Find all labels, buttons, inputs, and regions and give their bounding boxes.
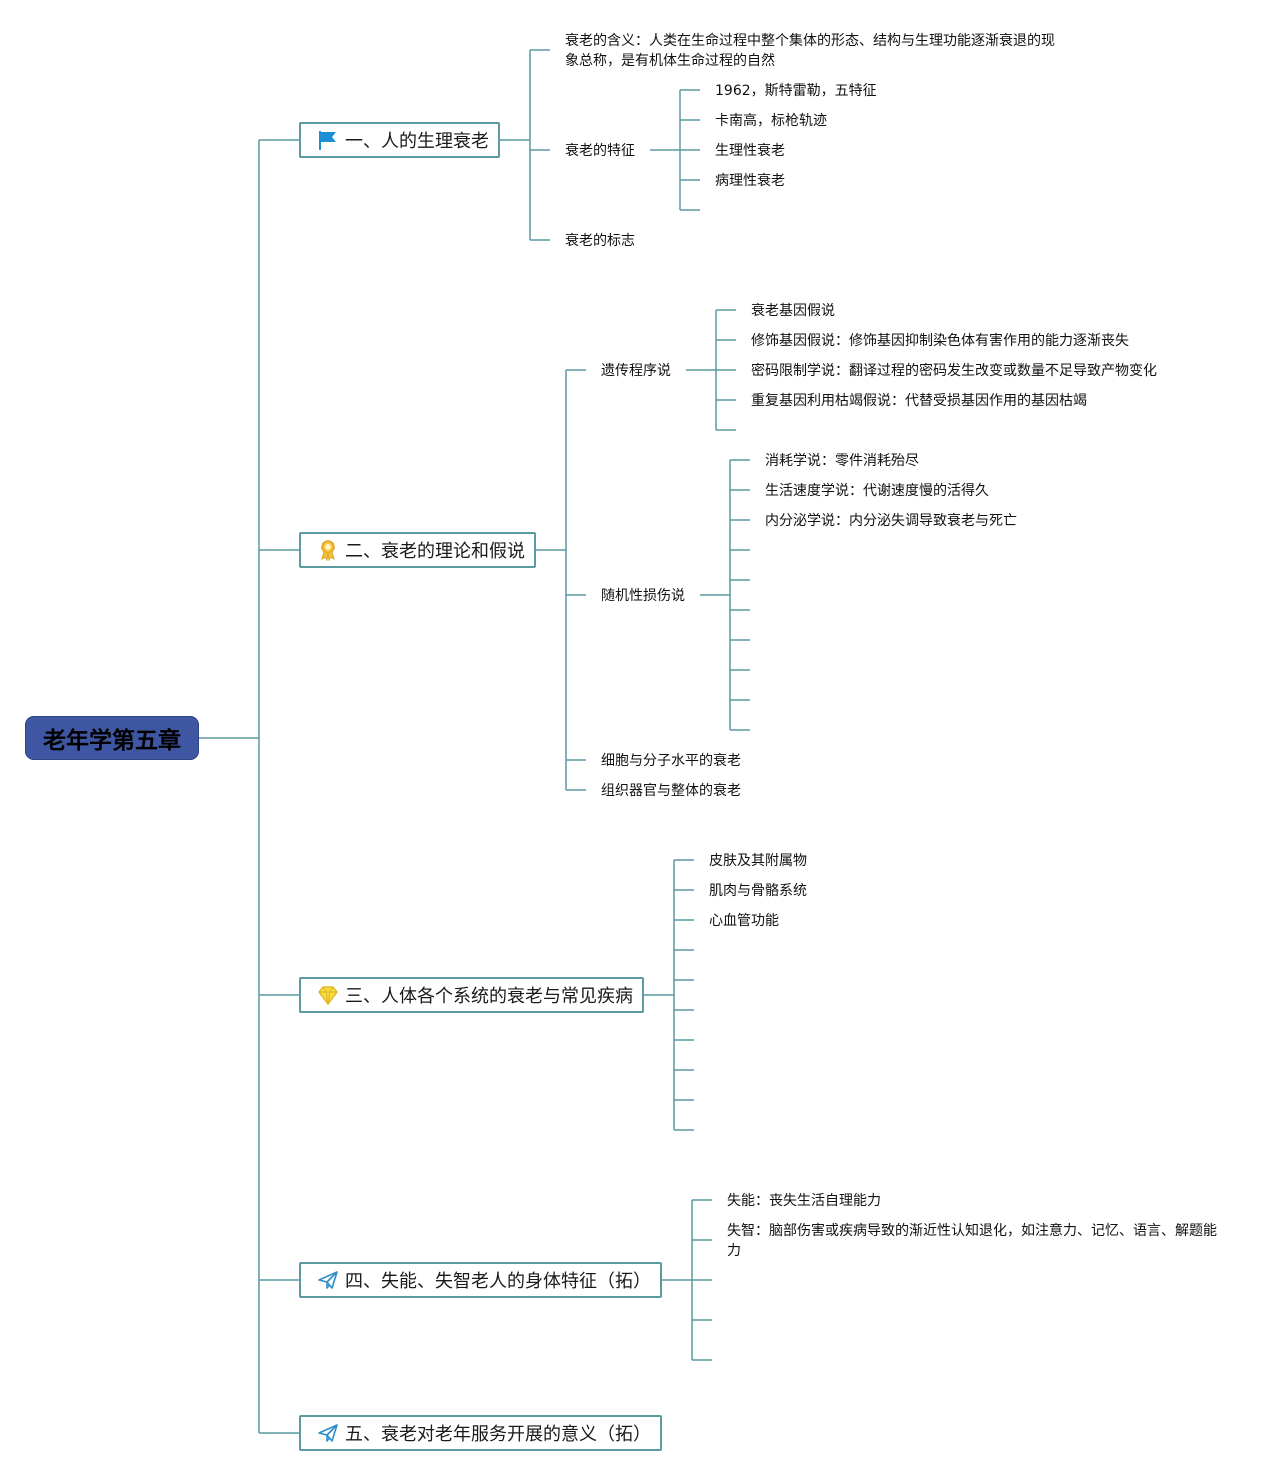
branch-disability-dementia[interactable]: 四、失能、失智老人的身体特征（拓）	[299, 1262, 662, 1298]
node-aging-definition[interactable]: 衰老的含义：人类在生命过程中整个集体的形态、结构与生理功能逐渐衰退的现象总称，是…	[565, 33, 1055, 69]
node-redundant-gene[interactable]: 重复基因利用枯竭假说：代替受损基因作用的基因枯竭	[751, 393, 1087, 409]
node-aging-features[interactable]: 衰老的特征	[565, 143, 635, 159]
node-feature-pathological[interactable]: 病理性衰老	[715, 173, 785, 189]
node-aging-markers[interactable]: 衰老的标志	[565, 233, 635, 249]
node-genetic-program[interactable]: 遗传程序说	[601, 363, 671, 379]
branch-physiological-aging[interactable]: 一、人的生理衰老	[299, 122, 500, 158]
node-endocrine[interactable]: 内分泌学说：内分泌失调导致衰老与死亡	[765, 513, 1017, 529]
node-modifier-gene[interactable]: 修饰基因假说：修饰基因抑制染色体有害作用的能力逐渐丧失	[751, 333, 1129, 349]
node-feature-javelin[interactable]: 卡南高，标枪轨迹	[715, 113, 827, 129]
diamond-icon	[317, 984, 339, 1006]
node-cell-molecular[interactable]: 细胞与分子水平的衰老	[601, 753, 741, 769]
branch-label: 二、衰老的理论和假说	[345, 541, 525, 562]
node-feature-1962[interactable]: 1962，斯特雷勒，五特征	[715, 83, 877, 99]
award-ribbon-icon	[317, 539, 339, 562]
paper-plane-icon	[317, 1269, 339, 1291]
node-skin[interactable]: 皮肤及其附属物	[709, 853, 807, 869]
branch-label: 五、衰老对老年服务开展的意义（拓）	[345, 1424, 651, 1445]
node-wear-tear[interactable]: 消耗学说：零件消耗殆尽	[765, 453, 919, 469]
branch-aging-theories[interactable]: 二、衰老的理论和假说	[299, 532, 536, 568]
node-cardiovascular[interactable]: 心血管功能	[709, 913, 779, 929]
branch-label: 三、人体各个系统的衰老与常见疾病	[345, 986, 633, 1007]
branch-system-aging[interactable]: 三、人体各个系统的衰老与常见疾病	[299, 977, 644, 1013]
flag-icon	[317, 129, 339, 151]
root-topic[interactable]: 老年学第五章	[25, 716, 199, 760]
node-disability[interactable]: 失能：丧失生活自理能力	[727, 1193, 881, 1209]
node-muscle-bone[interactable]: 肌肉与骨骼系统	[709, 883, 807, 899]
node-feature-physiological[interactable]: 生理性衰老	[715, 143, 785, 159]
paper-plane-icon	[317, 1422, 339, 1444]
node-aging-gene[interactable]: 衰老基因假说	[751, 303, 835, 319]
node-codon-restriction[interactable]: 密码限制学说：翻译过程的密码发生改变或数量不足导致产物变化	[751, 363, 1157, 379]
node-tissue-organ[interactable]: 组织器官与整体的衰老	[601, 783, 741, 799]
branch-label: 四、失能、失智老人的身体特征（拓）	[345, 1271, 651, 1292]
node-random-damage[interactable]: 随机性损伤说	[601, 588, 685, 604]
branch-label: 一、人的生理衰老	[345, 131, 489, 152]
node-rate-of-living[interactable]: 生活速度学说：代谢速度慢的活得久	[765, 483, 989, 499]
node-dementia[interactable]: 失智：脑部伤害或疾病导致的渐近性认知退化，如注意力、记忆、语言、解题能力	[727, 1223, 1217, 1259]
branch-service-significance[interactable]: 五、衰老对老年服务开展的意义（拓）	[299, 1415, 662, 1451]
